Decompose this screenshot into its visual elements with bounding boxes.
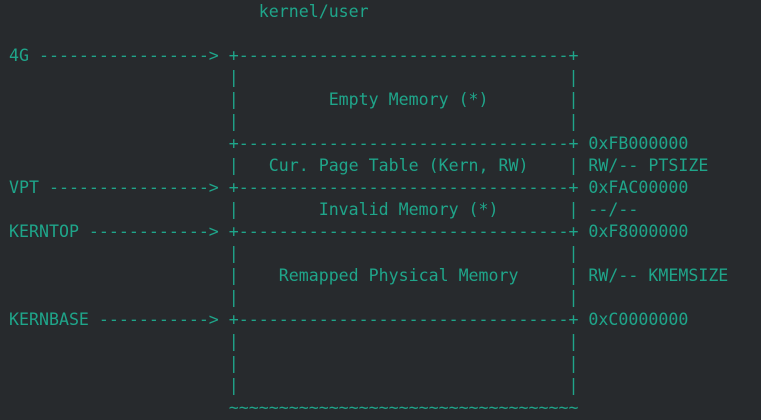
- diagram-line-4g-boundary: 4G -----------------> +-----------------…: [9, 46, 579, 65]
- diagram-line-remapped-top: | |: [9, 244, 579, 263]
- diagram-line-page-table: | Cur. Page Table (Kern, RW) | RW/-- PTS…: [9, 156, 709, 175]
- diagram-line-empty-bottom: | |: [9, 112, 579, 131]
- diagram-line-lower-2: | |: [9, 354, 579, 373]
- diagram-line-fb000000-boundary: +---------------------------------+ 0xFB…: [9, 134, 689, 153]
- diagram-line-empty-top: | |: [9, 68, 579, 87]
- diagram-line-remapped-memory: | Remapped Physical Memory | RW/-- KMEMS…: [9, 266, 729, 285]
- diagram-line-kernbase-boundary: KERNBASE -----------> +-----------------…: [9, 310, 689, 329]
- diagram-line-kernel-user-label: kernel/user: [9, 2, 369, 21]
- diagram-line-tilde-bottom: ~~~~~~~~~~~~~~~~~~~~~~~~~~~~~~~~~~~: [9, 398, 579, 417]
- diagram-line-kerntop-boundary: KERNTOP ------------> +-----------------…: [9, 222, 689, 241]
- diagram-line-empty-memory: | Empty Memory (*) |: [9, 90, 579, 109]
- diagram-line-lower-1: | |: [9, 332, 579, 351]
- diagram-line-remapped-bottom: | |: [9, 288, 579, 307]
- diagram-line-lower-3: | |: [9, 376, 579, 395]
- diagram-line-vpt-boundary: VPT ----------------> +-----------------…: [9, 178, 689, 197]
- diagram-line-invalid-memory: | Invalid Memory (*) | --/--: [9, 200, 639, 219]
